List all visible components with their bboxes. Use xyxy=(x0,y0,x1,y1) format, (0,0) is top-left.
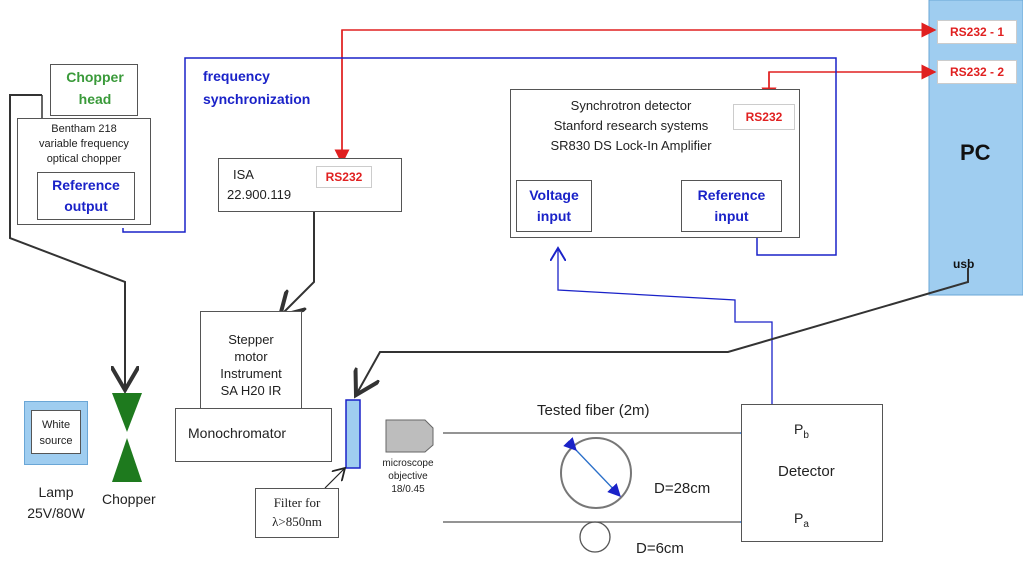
chopper-head-line1: Chopper xyxy=(66,69,124,85)
pc-usb-label: usb xyxy=(953,257,975,271)
monochromator-label: Monochromator xyxy=(188,425,287,441)
pc-rs232-2-label: RS232 - 2 xyxy=(949,65,1005,79)
objective-line3: 18/0.45 xyxy=(391,484,425,495)
isa-line1: ISA xyxy=(233,167,254,182)
pc-label: PC xyxy=(960,140,991,165)
isa-rs232-label: RS232 xyxy=(325,170,363,184)
detector-voltage-line xyxy=(558,248,773,404)
voltage-input-box: Voltage input xyxy=(516,180,592,232)
reference-input-box: Reference input xyxy=(681,180,782,232)
stepper-motor-box: Stepper motor Instrument SA H20 IR xyxy=(200,311,302,410)
pb-sub: b xyxy=(803,429,809,441)
d6-label: D=6cm xyxy=(636,540,684,557)
lamp-housing: White source xyxy=(24,401,88,465)
reference-output-line1: Reference xyxy=(52,177,120,193)
bentham-line3: optical chopper xyxy=(46,153,122,165)
bentham-line1: Bentham 218 xyxy=(51,123,117,135)
filter-label-arrow xyxy=(324,468,345,489)
reference-output-box: Reference output xyxy=(37,172,135,220)
pb-main: P xyxy=(794,421,804,437)
coil-6cm xyxy=(579,521,611,553)
lockin-line3: SR830 DS Lock-In Amplifier xyxy=(550,138,712,153)
lockin-line1: Synchrotron detector xyxy=(570,98,692,113)
isa-box: ISA 22.900.119 xyxy=(218,158,402,212)
voltage-input-line1: Voltage xyxy=(529,187,579,203)
filter-label-box: Filter for λ>850nm xyxy=(255,488,339,538)
d28-label: D=28cm xyxy=(654,480,711,497)
coil-28cm-diameter xyxy=(563,437,621,497)
pa-sub: a xyxy=(803,518,809,530)
filter-line2: λ>850nm xyxy=(272,514,322,529)
isa-line2: 22.900.119 xyxy=(227,187,292,202)
monochromator-box: Monochromator xyxy=(175,408,332,462)
objective-line2: objective xyxy=(388,471,428,482)
filter-line1: Filter for xyxy=(273,495,321,510)
isa-rs232-port: RS232 xyxy=(316,166,372,188)
stepper-line2: motor xyxy=(234,349,268,364)
bentham-line2: variable frequency xyxy=(39,138,129,150)
freq-sync-label-line1: frequency xyxy=(203,68,270,84)
chopper-blade-top xyxy=(112,393,142,432)
voltage-input-line2: input xyxy=(536,208,572,224)
pa-main: P xyxy=(794,510,804,526)
reference-input-line1: Reference xyxy=(697,187,766,203)
lamp-line1: Lamp xyxy=(38,484,74,500)
pc-rs232-1-port: RS232 - 1 xyxy=(937,20,1017,44)
chopper-head-box: Chopper head xyxy=(50,64,138,116)
freq-sync-line xyxy=(122,57,837,256)
lamp-line2: 25V/80W xyxy=(27,505,85,521)
filter-plate xyxy=(345,399,361,469)
stepper-line1: Stepper xyxy=(228,332,274,347)
reference-input-line2: input xyxy=(714,208,749,224)
stepper-line4: SA H20 IR xyxy=(220,383,282,398)
pc-rs232-1-label: RS232 - 1 xyxy=(949,25,1005,39)
freq-sync-label-line2: synchronization xyxy=(203,91,311,107)
objective-line1: microscope xyxy=(382,458,434,469)
white-source-box: White source xyxy=(31,410,81,454)
lockin-rs232-port: RS232 xyxy=(733,104,795,130)
usb-line xyxy=(356,268,969,395)
white-source-line1: White xyxy=(41,419,71,431)
reference-output-line2: output xyxy=(64,198,108,214)
coil-28cm xyxy=(560,437,632,509)
white-source-line2: source xyxy=(39,435,73,447)
chopper-blade-bottom xyxy=(112,438,142,482)
detector-box: Detector Pb Pa xyxy=(741,404,883,542)
fiber-label: Tested fiber (2m) xyxy=(537,402,650,419)
chopper-head-line2: head xyxy=(78,91,112,107)
chopper-drive-line xyxy=(9,94,125,390)
pc-panel xyxy=(928,0,1023,296)
stepper-line3: Instrument xyxy=(220,366,282,381)
pc-rs232-2-port: RS232 - 2 xyxy=(937,60,1017,84)
isa-stepper-line xyxy=(280,212,315,316)
detector-label: Detector xyxy=(778,463,835,480)
lockin-line2: Stanford research systems xyxy=(553,118,709,133)
microscope-objective xyxy=(385,419,434,453)
chopper-label: Chopper xyxy=(102,491,156,507)
pa-label: Pa xyxy=(794,510,809,530)
lockin-rs232-label: RS232 xyxy=(745,110,783,124)
pb-label: Pb xyxy=(794,421,809,441)
